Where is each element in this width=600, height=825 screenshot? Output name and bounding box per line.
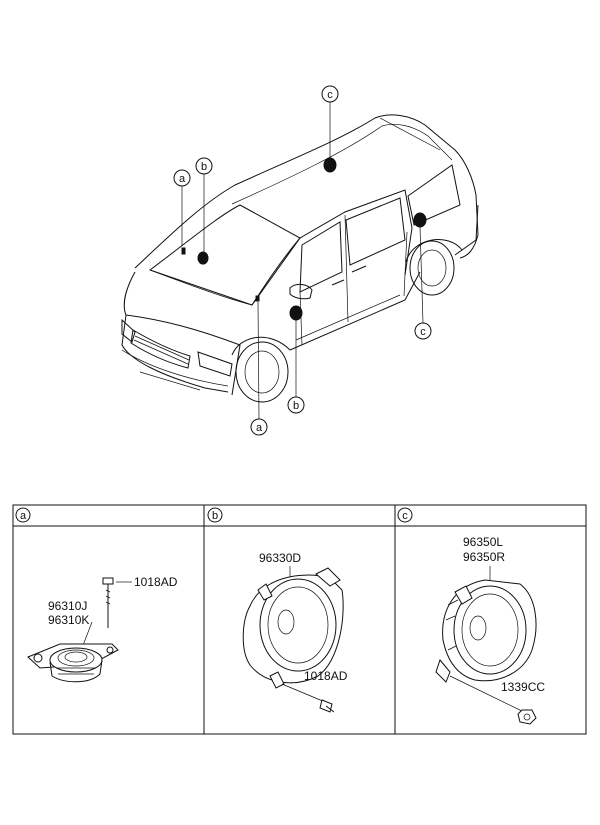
panel-a-tag: [15, 507, 31, 523]
panel-a-tag-label: a: [20, 510, 27, 522]
panel-a-tweeter: 1018AD 96310J 96310K: [27, 575, 178, 683]
speaker-location-dash-a: [181, 247, 186, 255]
callout-b-door-label: b: [293, 400, 299, 412]
callout-a-top-label: a: [179, 173, 186, 185]
callout-a-pillar-label: a: [256, 422, 263, 434]
panel-b-tag: [207, 507, 223, 523]
panel-c-rear-speaker: 96350L 96350R 1339CC: [435, 535, 545, 725]
callout-c-side-label: c: [420, 326, 426, 338]
callout-b-top-label: b: [201, 161, 207, 173]
panel-b-door-speaker: 96330D 1018AD: [242, 551, 348, 713]
panel-c-part-1: 96350L: [463, 535, 503, 549]
panel-a-part-2: 96310K: [48, 613, 89, 627]
callout-c-top-label: c: [327, 89, 333, 101]
panel-b-tag-label: b: [212, 510, 218, 522]
panel-a-fastener-label: 1018AD: [134, 575, 178, 589]
speaker-locations: [181, 157, 427, 321]
panel-c-tag: [397, 507, 413, 523]
panel-c-fastener-label: 1339CC: [501, 680, 545, 694]
vehicle-illustration: [121, 114, 479, 403]
panel-a-part-1: 96310J: [48, 599, 87, 613]
speaker-location-door-b: [289, 305, 303, 321]
speaker-location-rear-c: [323, 157, 337, 173]
speaker-location-dash-b: [197, 251, 209, 265]
parts-table: a b c: [12, 504, 587, 735]
speaker-location-pillar-a: [255, 295, 260, 302]
speaker-location-side-c: [413, 212, 427, 228]
panel-c-part-2: 96350R: [463, 550, 505, 564]
panel-c-tag-label: c: [402, 510, 408, 522]
panel-b-part-1: 96330D: [259, 551, 301, 565]
callout-group: a b c c b a: [173, 85, 432, 436]
panel-b-fastener-label: 1018AD: [304, 669, 348, 683]
